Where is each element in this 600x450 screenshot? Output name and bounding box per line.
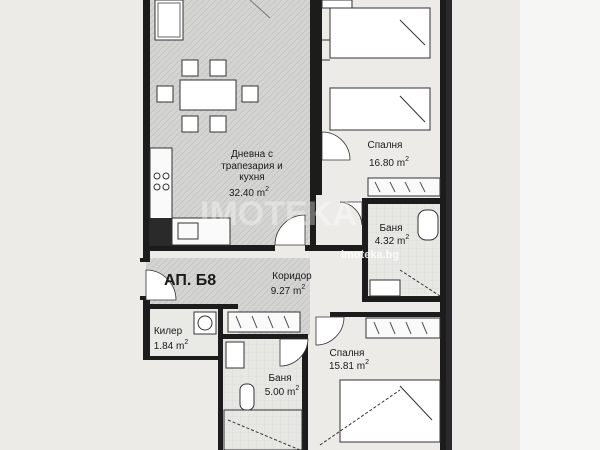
svg-text:Баня: Баня <box>379 223 402 234</box>
sofa <box>154 0 184 41</box>
bath-large-door <box>279 338 309 367</box>
bedroom-top-door <box>321 131 351 161</box>
living-label: Дневна с трапезария и кухня 32.40 m2 <box>221 149 283 199</box>
bedroom-bottom-label: Спалня 15.81 m2 <box>329 348 369 372</box>
bath-small-fixtures <box>369 209 441 297</box>
kitchen-counter <box>149 147 231 246</box>
svg-text:5.00 m2: 5.00 m2 <box>265 385 300 398</box>
svg-text:9.27 m2: 9.27 m2 <box>271 284 306 297</box>
svg-text:трапезария и: трапезария и <box>221 161 283 172</box>
svg-text:15.81 m2: 15.81 m2 <box>329 359 369 372</box>
storage-appliance <box>193 311 217 335</box>
walls <box>140 0 452 450</box>
svg-text:Баня: Баня <box>268 373 291 384</box>
bath-large-fixtures <box>223 341 303 450</box>
bedroom-top-wardrobe <box>367 177 441 197</box>
svg-text:4.32 m2: 4.32 m2 <box>375 234 410 247</box>
bedroom-bottom-door <box>315 316 345 346</box>
apartment-label: АП. Б8 <box>164 272 216 289</box>
svg-text:16.80 m2: 16.80 m2 <box>369 156 409 169</box>
watermark-text: imoteka.bg <box>341 249 399 261</box>
dining-table <box>156 59 259 133</box>
living-door <box>274 214 306 246</box>
svg-text:кухня: кухня <box>239 172 264 183</box>
bedroom-bottom-furniture <box>319 317 441 446</box>
entrance-door <box>145 269 177 301</box>
svg-text:32.40 m2: 32.40 m2 <box>229 186 269 199</box>
storage-label: Килер 1.84 m2 <box>154 326 189 352</box>
corridor-label: Коридор 9.27 m2 <box>271 271 312 297</box>
svg-text:Коридор: Коридор <box>272 271 312 282</box>
svg-text:Спалня: Спалня <box>368 140 403 151</box>
watermark-logo: IMOTEKA <box>200 195 357 233</box>
bath-small-door <box>339 201 363 226</box>
bath-small-label: Баня 4.32 m2 <box>375 223 410 247</box>
bath-large-label: Баня 5.00 m2 <box>265 373 300 398</box>
right-margin <box>520 0 600 450</box>
corridor-wardrobe <box>227 311 301 333</box>
bedroom-top-beds <box>321 0 431 131</box>
svg-text:Дневна с: Дневна с <box>231 149 273 160</box>
svg-text:Килер: Килер <box>154 326 183 337</box>
bedroom-top-label: Спалня 16.80 m2 <box>368 140 410 169</box>
svg-text:Спалня: Спалня <box>330 348 365 359</box>
plant-decoration <box>249 0 271 19</box>
svg-text:1.84 m2: 1.84 m2 <box>154 339 189 352</box>
living-floor <box>150 0 310 245</box>
